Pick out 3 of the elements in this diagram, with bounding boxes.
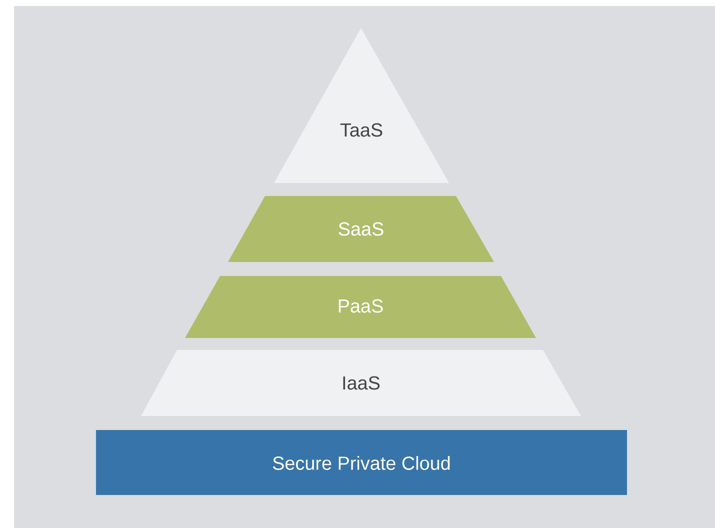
pyramid-top: TaaS [274,28,449,183]
base-bar: Secure Private Cloud [96,430,627,495]
pyramid-tier: SaaS [228,196,494,262]
